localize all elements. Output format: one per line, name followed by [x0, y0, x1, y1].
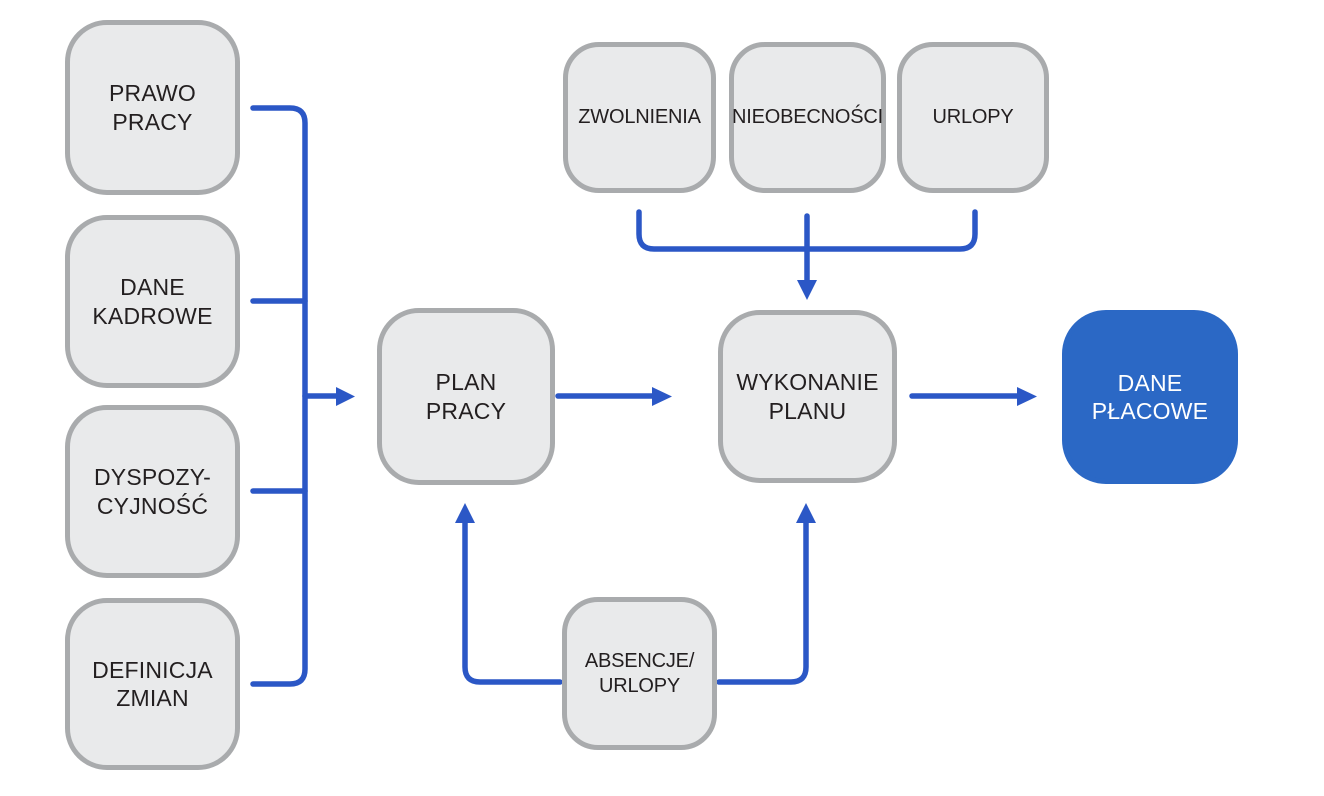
node-label: PLAN PRACY	[425, 369, 507, 424]
node-definicja-zmian: DEFINICJA ZMIAN	[65, 598, 240, 770]
arrowhead-wykonanie-to-dane-placowe	[1017, 387, 1037, 406]
node-dyspozycyjnosc: DYSPOZY- CYJNOŚĆ	[65, 405, 240, 578]
connector-absencje-to-plan	[462, 519, 563, 685]
node-label: ABSENCJE/ URLOPY	[584, 650, 695, 697]
connector-left-bracket	[250, 105, 308, 687]
node-label: WYKONANIE PLANU	[736, 369, 879, 424]
node-label: DEFINICJA ZMIAN	[92, 656, 213, 711]
node-plan-pracy: PLAN PRACY	[377, 308, 555, 485]
node-label: PRAWO PRACY	[108, 80, 197, 135]
arrowhead-to-wykonanie-top	[797, 280, 817, 300]
connector-top-bracket	[636, 209, 978, 252]
node-nieobecnosci: NIEOBECNOŚCI	[729, 42, 886, 193]
arrowhead-plan-to-wykonanie	[652, 387, 672, 406]
arrowhead-absencje-to-wykonanie	[796, 503, 816, 523]
node-label: DANE PŁACOWE	[1091, 369, 1209, 424]
node-label: DANE KADROWE	[92, 274, 213, 329]
node-zwolnienia: ZWOLNIENIA	[563, 42, 716, 193]
arrowhead-absencje-to-plan	[455, 503, 475, 523]
node-dane-kadrowe: DANE KADROWE	[65, 215, 240, 388]
node-label: ZWOLNIENIA	[578, 106, 701, 129]
node-absencje-urlopy: ABSENCJE/ URLOPY	[562, 597, 717, 750]
node-label: DYSPOZY- CYJNOŚĆ	[93, 464, 212, 519]
node-label: NIEOBECNOŚCI	[732, 106, 883, 129]
node-wykonanie-planu: WYKONANIE PLANU	[718, 310, 897, 483]
connector-absencje-to-wykonanie	[716, 519, 809, 685]
node-label: URLOPY	[932, 106, 1014, 129]
node-urlopy: URLOPY	[897, 42, 1049, 193]
node-dane-placowe: DANE PŁACOWE	[1062, 310, 1238, 484]
arrowhead-to-plan-pracy	[336, 387, 355, 406]
node-prawo-pracy: PRAWO PRACY	[65, 20, 240, 195]
